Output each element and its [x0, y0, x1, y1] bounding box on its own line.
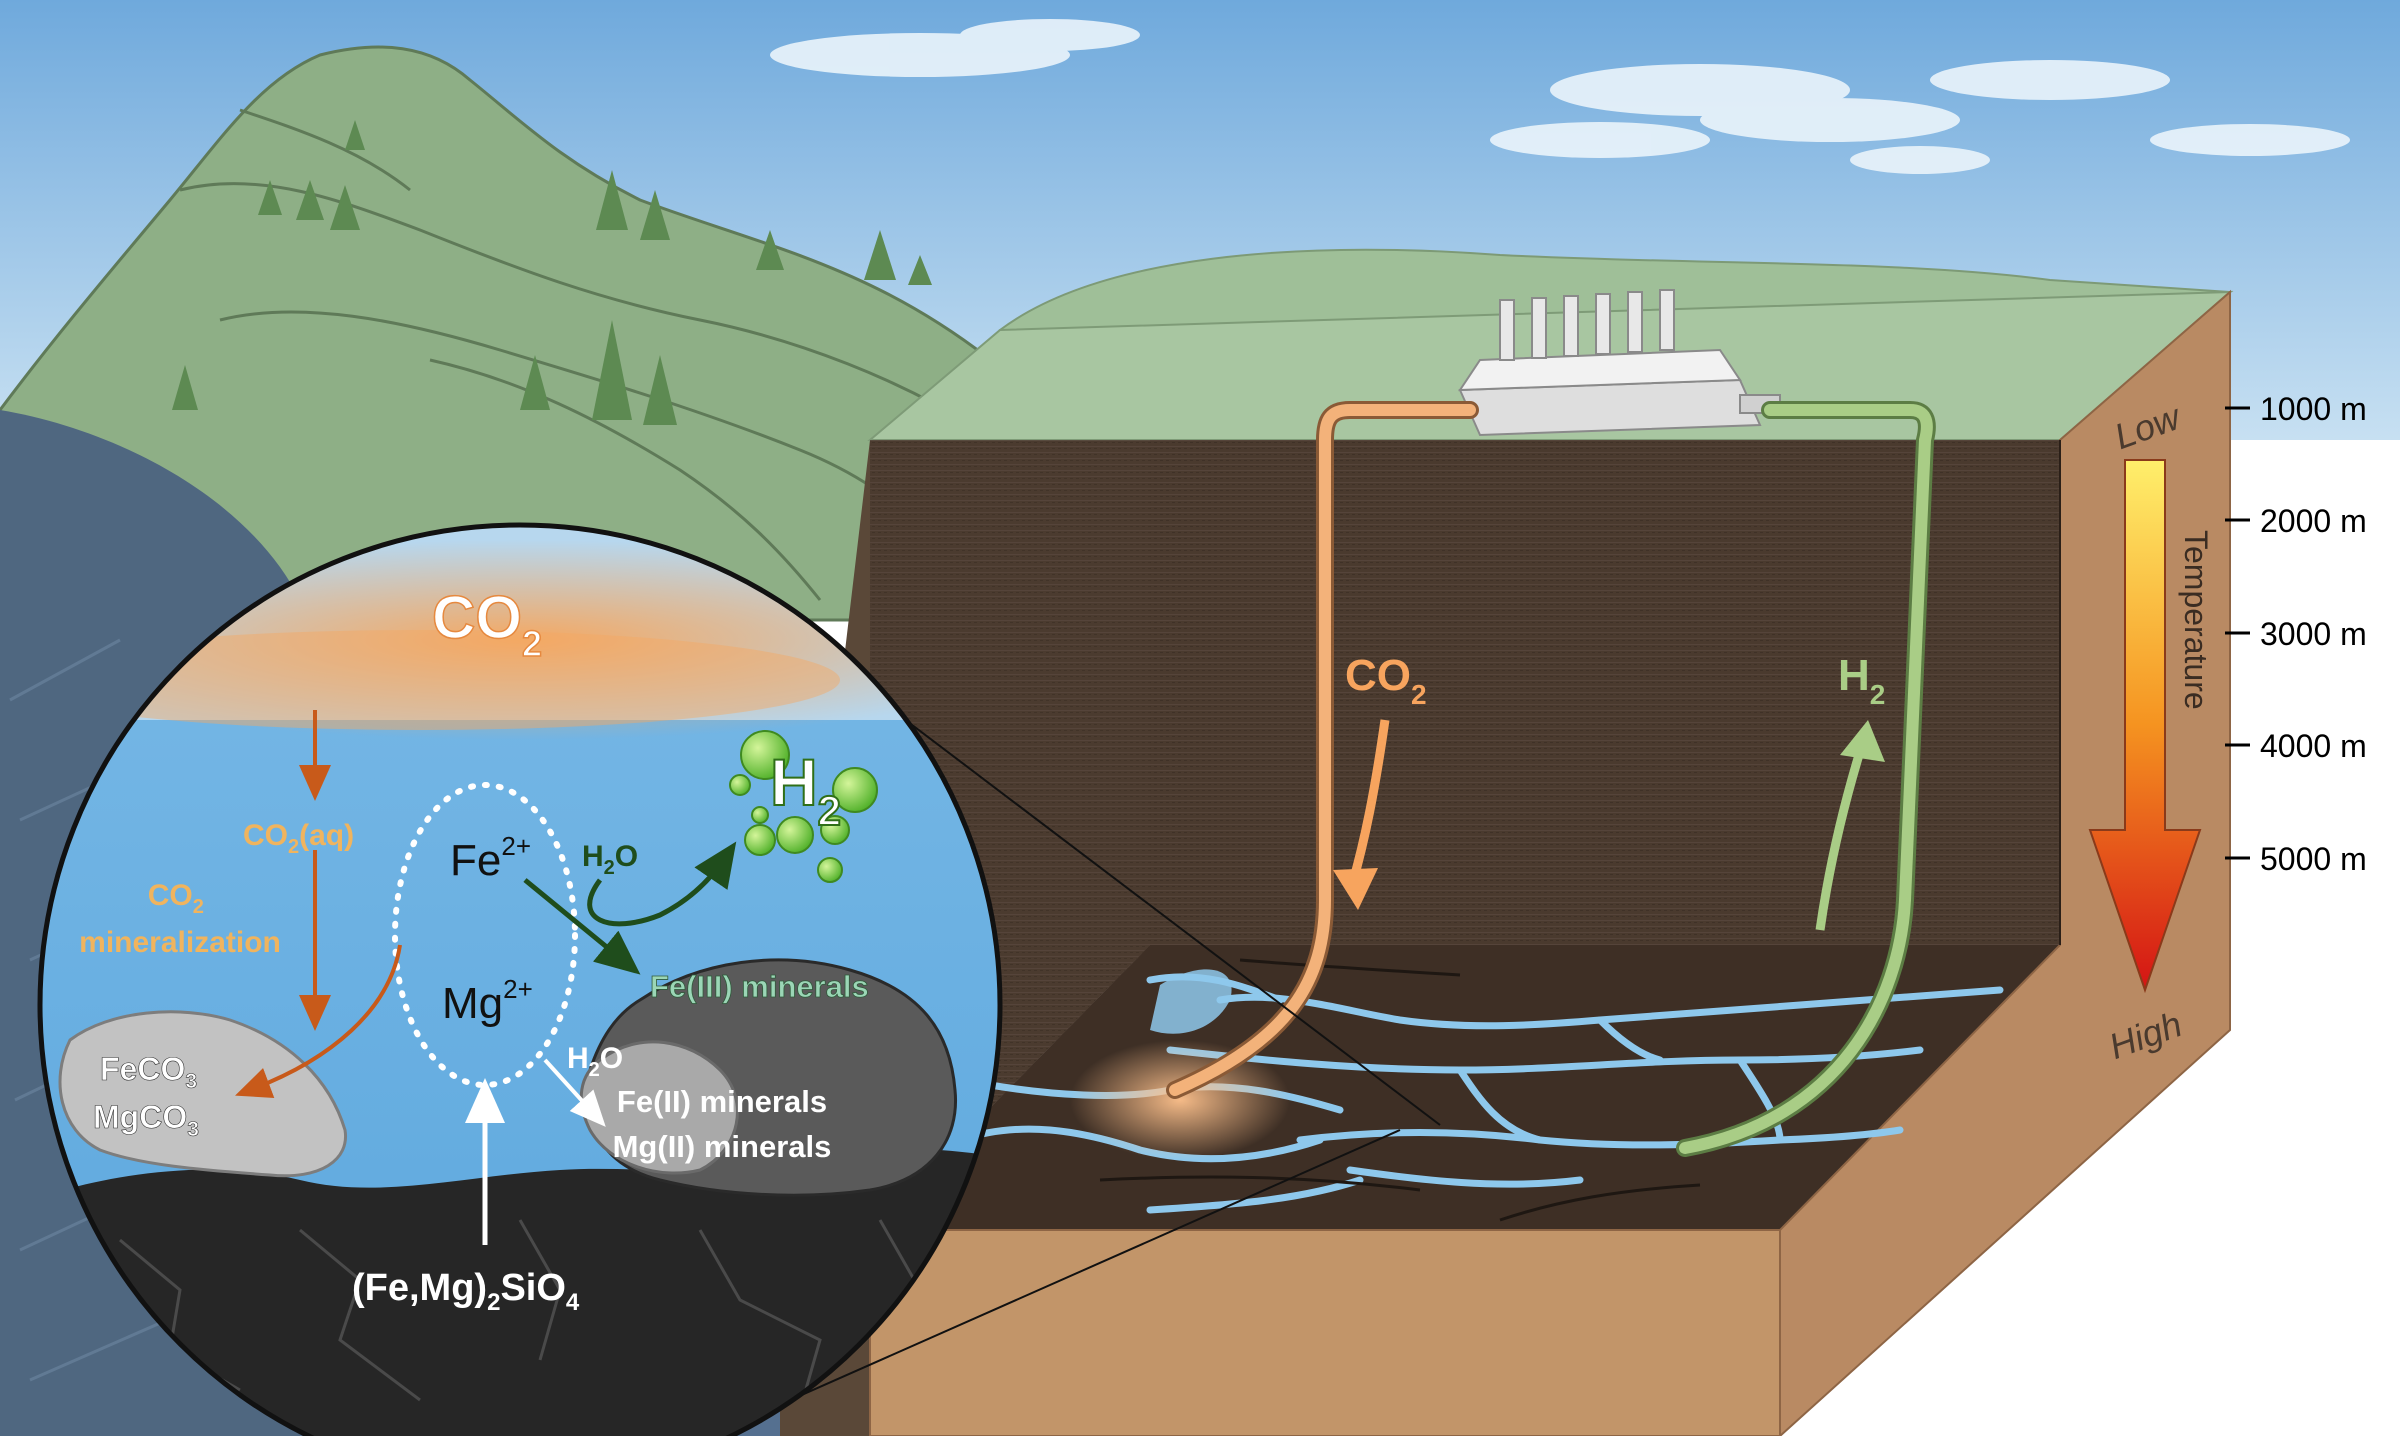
- fe2-main: Fe: [450, 836, 501, 885]
- fe2-minerals-label: Fe(II) minerals: [617, 1084, 827, 1119]
- h2o-upper-main: H: [582, 840, 604, 873]
- h2o-lower-main: H: [567, 1042, 589, 1075]
- zoom-leader-bottom: [706, 1129, 1401, 1436]
- co2-min-sub: 2: [193, 896, 204, 918]
- inset-border: [37, 522, 1003, 1436]
- h2o-upper-label: H2O: [582, 840, 638, 879]
- h2-bubbles: [729, 730, 878, 883]
- olivine-label: (Fe,Mg)2SiO4: [352, 1267, 580, 1316]
- mg2-main: Mg: [442, 979, 503, 1028]
- plant-building: [1458, 289, 1781, 437]
- fe2-label: Fe2+: [450, 831, 531, 885]
- fracture-cracks: [1099, 958, 1701, 1222]
- clouds: [770, 19, 2350, 174]
- co2-top-main: CO: [432, 584, 522, 651]
- fracture-pool: [1150, 969, 1232, 1034]
- olivine-s2: 4: [566, 1289, 580, 1316]
- co2-haze-2: [40, 630, 840, 730]
- fe-oxidation-arrow: [523, 878, 641, 975]
- mgco3-label: MgCO3: [93, 1099, 199, 1141]
- co2-aq-label: CO2(aq): [243, 819, 354, 858]
- mg2-sup: 2+: [503, 974, 533, 1004]
- mg-hydration-arrow: [543, 1058, 606, 1127]
- co2-aq-rest: (aq): [299, 819, 354, 852]
- trees: [172, 120, 932, 425]
- co2-min-line1: CO2: [148, 879, 204, 918]
- feco3-main: FeCO: [100, 1051, 185, 1087]
- temperature-label: Temperature: [2178, 530, 2214, 710]
- carbonate-rock: [58, 1010, 348, 1178]
- co2-mineralization-label: CO2 mineralization: [79, 879, 281, 959]
- co2-min-line2: mineralization: [79, 926, 281, 959]
- co2-pipe-fill: [1169, 404, 1476, 1096]
- feco3-sub: 3: [185, 1070, 197, 1093]
- fe3-minerals-label: Fe(III) minerals: [650, 969, 869, 1004]
- block-front-face: [869, 1229, 1781, 1436]
- h2o-lower-label: H2O: [567, 1042, 623, 1081]
- h2-pipe-label-main: H: [1838, 651, 1870, 700]
- co2-pipe-label: CO2: [1345, 651, 1427, 710]
- olivine-s1: 2: [487, 1289, 500, 1316]
- h2-up-arrowhead: [1840, 720, 1885, 762]
- h2o-upper-sub: 2: [604, 857, 615, 879]
- olivine-p2: SiO: [500, 1267, 565, 1309]
- carbonate-arrow: [235, 944, 402, 1098]
- fe2-sup: 2+: [501, 831, 531, 861]
- mg2-minerals-label: Mg(II) minerals: [613, 1129, 832, 1164]
- h2-pipe-label-sub: 2: [1870, 679, 1886, 710]
- h2-bubble-main: H: [770, 745, 818, 819]
- co2-top-label: CO2: [432, 584, 542, 664]
- co2-pipe-label-main: CO: [1345, 651, 1411, 700]
- temperature-arrow: [2088, 459, 2202, 994]
- h2-pipe-fill: [1679, 404, 1933, 1154]
- olivine-p1: (Fe,Mg): [352, 1267, 487, 1309]
- vent-glow: [1070, 1040, 1290, 1160]
- h2-pipe-label: H2: [1838, 651, 1885, 710]
- mgco3-sub: 3: [187, 1118, 199, 1141]
- h2-formation-arrow: [587, 841, 737, 927]
- co2-top-sub: 2: [522, 623, 542, 664]
- co2-min-main: CO: [148, 879, 193, 912]
- h2o-lower-rest: O: [600, 1042, 623, 1075]
- h2o-lower-sub: 2: [589, 1059, 600, 1081]
- depth-scale: 1000 m 2000 m 3000 m 4000 m 5000 m: [2225, 391, 2367, 877]
- h2-up-arrow: [1815, 743, 1867, 931]
- h2o-upper-rest: O: [615, 840, 638, 873]
- depth-label-2000: 2000 m: [2260, 503, 2367, 539]
- depth-label-1000: 1000 m: [2260, 391, 2367, 427]
- feco3-label: FeCO3: [100, 1051, 197, 1093]
- mg2-label: Mg2+: [442, 974, 533, 1028]
- h2-bubble-sub: 2: [818, 787, 841, 834]
- mineral-region: [392, 782, 578, 1088]
- h2-bubble-label: H2: [770, 745, 841, 834]
- co2-aq-sub: 2: [288, 836, 299, 858]
- co2-aq-main: CO: [243, 819, 288, 852]
- mgco3-main: MgCO: [93, 1099, 187, 1135]
- depth-label-5000: 5000 m: [2260, 841, 2367, 877]
- seafloor-basalt: [40, 1148, 1000, 1436]
- depth-label-4000: 4000 m: [2260, 728, 2367, 764]
- mountain: [0, 45, 1132, 622]
- co2-pipe-label-sub: 2: [1411, 679, 1427, 710]
- depth-label-3000: 3000 m: [2260, 616, 2367, 652]
- co2-down-arrowhead: [1333, 868, 1378, 910]
